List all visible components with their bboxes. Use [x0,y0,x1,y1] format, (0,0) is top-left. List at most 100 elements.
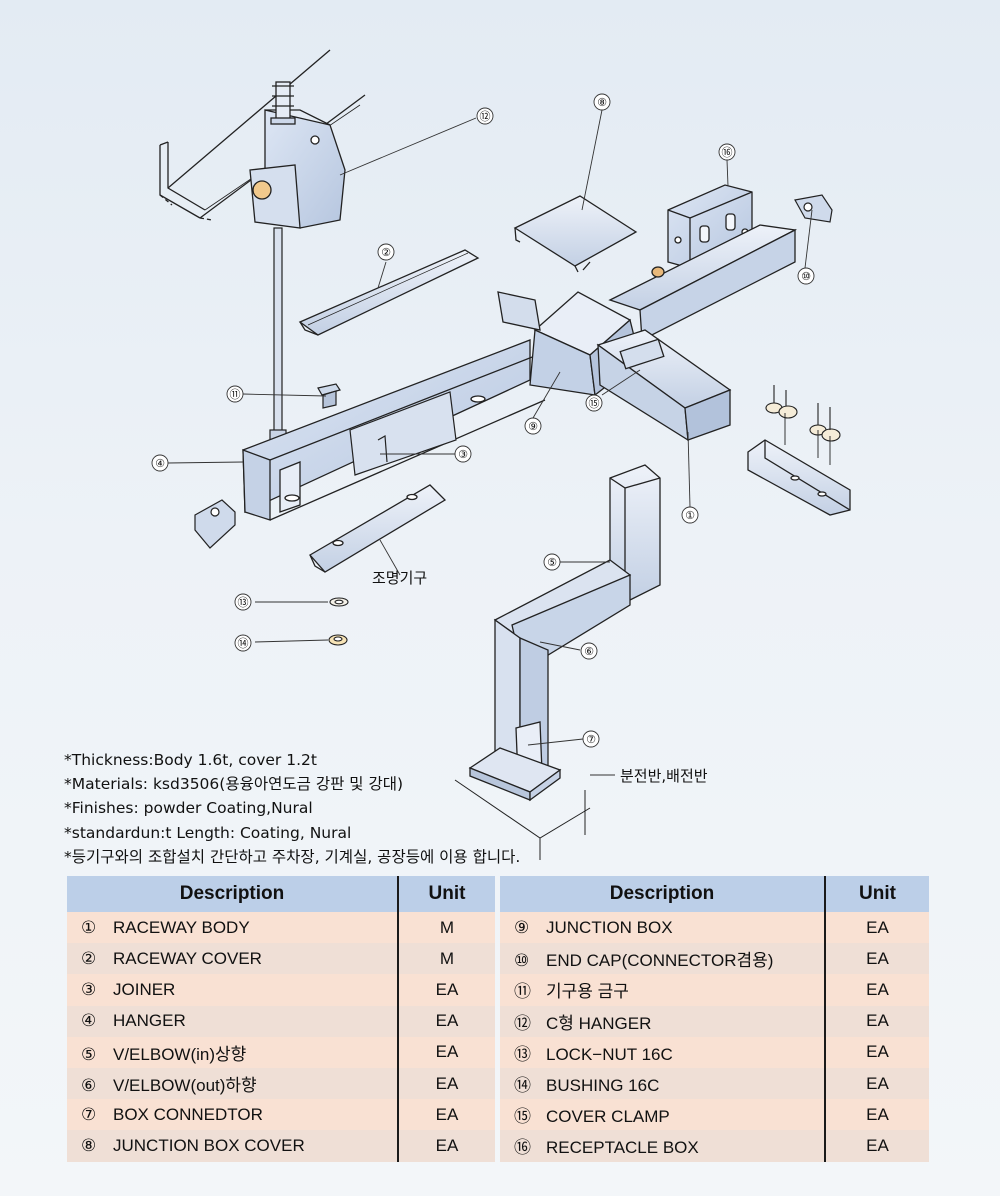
unit-header: Unit [398,876,495,912]
item-description: HANGER [113,1011,186,1031]
item-unit: EA [398,1005,495,1037]
table-row: ⑪ 기구용 금구 EA [500,974,929,1006]
item-number: ③ [81,979,97,1000]
c-hanger-part [249,81,346,229]
item-description: JOINER [113,979,176,999]
callout-14: ⑭ [234,634,252,652]
svg-text:③: ③ [458,448,468,461]
callout-4: ④ [151,454,169,472]
item-unit: EA [825,1036,929,1068]
item-unit: EA [825,912,929,944]
item-number: ④ [81,1011,97,1032]
svg-text:④: ④ [155,457,165,470]
item-description: BOX CONNEDTOR [113,1104,263,1124]
hanger-clip-part [194,499,236,549]
item-unit: M [398,912,495,944]
raceway-cover-part [298,249,480,336]
item-number: ⑧ [81,1135,97,1156]
svg-text:②: ② [381,246,391,259]
item-description: RACEWAY BODY [113,917,250,937]
note-thickness: *Thickness:Body 1.6t, cover 1.2t [64,751,317,769]
svg-text:⑧: ⑧ [597,96,607,109]
table-header: Description Unit [500,876,929,912]
note-standard-length: *standardun:t Length: Coating, Nural [64,823,352,842]
raceway-body-part [596,329,732,442]
svg-text:⑭: ⑭ [238,637,249,650]
svg-text:⑫: ⑫ [480,110,491,123]
svg-text:⑨: ⑨ [528,420,538,433]
callout-9: ⑨ [524,417,542,435]
item-number: ⑮ [514,1107,531,1128]
hardware-studs [765,385,841,465]
table-header: Description Unit [67,876,495,912]
item-number: ⑪ [514,982,531,1003]
item-number: ⑩ [514,951,530,972]
item-unit: EA [825,974,929,1006]
svg-text:⑬: ⑬ [238,596,249,609]
item-unit: EA [825,1005,929,1037]
vertical-elbow-assembly [493,464,661,779]
callout-13: ⑬ [234,593,252,611]
svg-text:⑮: ⑮ [589,397,600,410]
item-unit: EA [825,943,929,975]
callout-2: ② [377,243,395,261]
item-unit: EA [825,1067,929,1100]
note-materials: *Materials: ksd3506(용융아연도금 강판 및 강대) [64,775,404,794]
callout-11: ⑪ [226,385,244,403]
item-unit: EA [398,1036,495,1068]
table-row: ② RACEWAY COVER M [67,943,495,975]
item-description: LOCK−NUT 16C [546,1044,673,1064]
callout-6: ⑥ [580,642,598,660]
leader-lines [167,109,813,776]
item-description: C형 HANGER [546,1013,652,1033]
svg-text:⑯: ⑯ [722,146,733,159]
item-number: ⑯ [514,1138,531,1159]
item-description: V/ELBOW(out)하향 [113,1076,257,1096]
item-description: BUSHING 16C [546,1076,660,1096]
table-row: ⑮ COVER CLAMP EA [500,1099,929,1131]
item-number: ⑤ [81,1044,97,1065]
item-unit: M [398,943,495,975]
item-unit: EA [398,1130,495,1162]
item-number: ⑬ [514,1044,531,1065]
table-row: ⑩ END CAP(CONNECTOR겸용) EA [500,943,929,975]
item-description: 기구용 금구 [546,982,629,1002]
item-unit: EA [825,1130,929,1162]
item-number: ⑫ [514,1013,531,1034]
item-number: ② [81,948,97,969]
end-cap-part [794,194,833,223]
raceway-cross-run [608,224,798,342]
fixture-bracket-part [317,383,341,409]
item-unit: EA [825,1099,929,1131]
bushing-part [328,634,348,646]
item-description: RACEWAY COVER [113,948,262,968]
lighting-fixture-label: 조명기구 [372,569,427,587]
svg-text:⑤: ⑤ [547,556,557,569]
callout-16: ⑯ [718,143,736,161]
svg-text:⑩: ⑩ [801,270,811,283]
table-row: ④ HANGER EA [67,1005,495,1037]
parts-table-left: Description Unit ① RACEWAY BODY M ② RACEWA… [67,876,495,1162]
item-description: END CAP(CONNECTOR겸용) [546,951,774,971]
item-unit: EA [398,1099,495,1131]
callout-markers: ⑫ ② ⑧ ⑯ ⑩ ⑪ ④ ③ [151,93,815,748]
callout-10: ⑩ [797,267,815,285]
item-description: JUNCTION BOX [546,917,673,937]
item-number: ① [81,917,97,938]
table-row: ⑫ C형 HANGER EA [500,1005,929,1037]
callout-8: ⑧ [593,93,611,111]
table-row: ⑬ LOCK−NUT 16C EA [500,1036,929,1068]
unit-header: Unit [825,876,929,912]
callout-15: ⑮ [585,394,603,412]
svg-text:①: ① [685,509,695,522]
description-header: Description [67,876,399,912]
callout-12: ⑫ [476,107,494,125]
item-description: COVER CLAMP [546,1107,670,1127]
item-unit: EA [398,1067,495,1100]
